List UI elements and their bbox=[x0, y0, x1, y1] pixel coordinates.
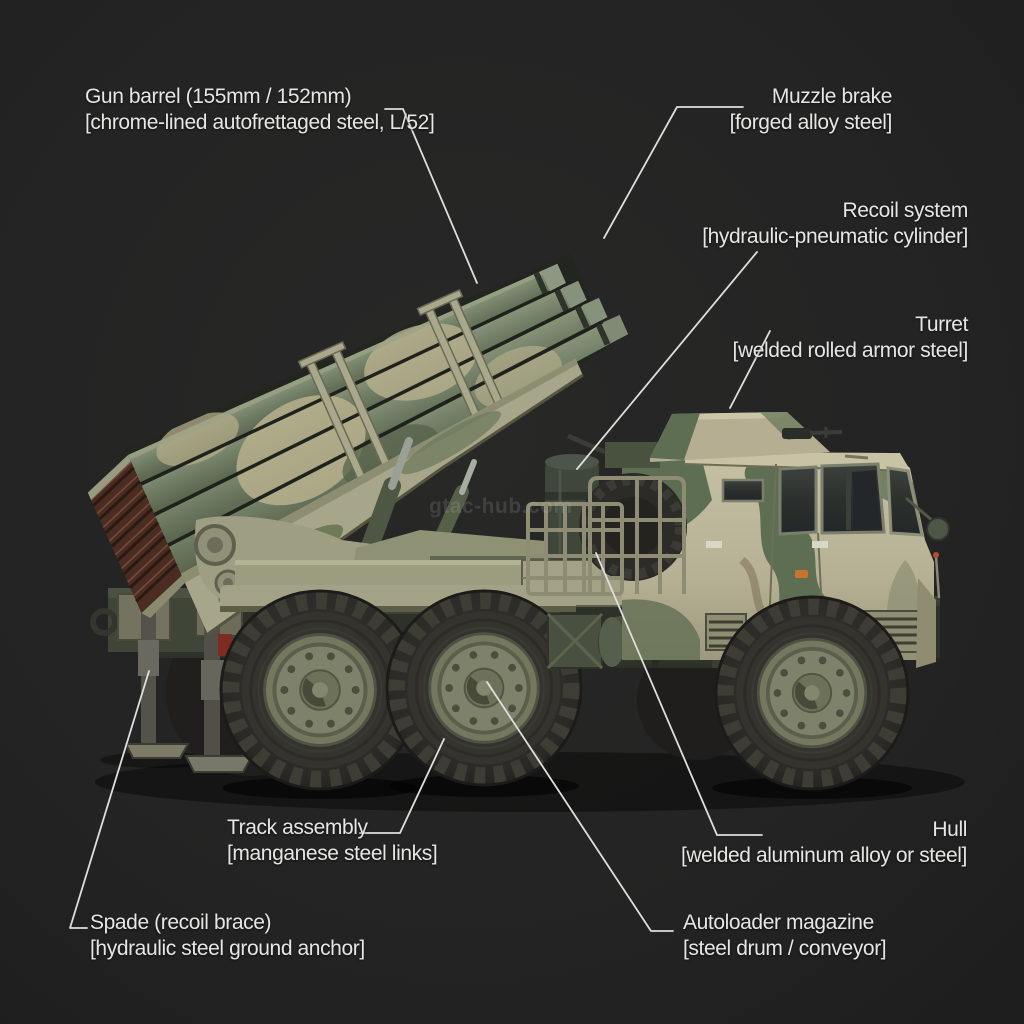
label-recoil-system: Recoil system [hydraulic-pneumatic cylin… bbox=[702, 198, 968, 250]
leader-gun-barrel bbox=[384, 108, 478, 284]
part-material: [forged alloy steel] bbox=[729, 111, 893, 134]
front-wheel bbox=[716, 597, 908, 789]
part-name: Turret bbox=[915, 313, 968, 336]
leader-autoloader bbox=[486, 681, 674, 932]
leader-muzzle-brake bbox=[603, 106, 744, 239]
leader-spade bbox=[69, 670, 150, 929]
part-material: [welded rolled armor steel] bbox=[732, 339, 969, 362]
part-material: [manganese steel links] bbox=[227, 842, 438, 865]
turret bbox=[567, 412, 869, 468]
part-material: [steel drum / conveyor] bbox=[683, 937, 887, 960]
cab-windows bbox=[721, 462, 924, 537]
label-turret: Turret [welded rolled armor steel] bbox=[732, 312, 969, 364]
label-muzzle-brake: Muzzle brake [forged alloy steel] bbox=[729, 84, 893, 136]
part-name: Gun barrel (155mm / 152mm) bbox=[85, 85, 352, 108]
part-name: Hull bbox=[932, 818, 967, 841]
label-track-assembly: Track assembly [manganese steel links] bbox=[227, 815, 438, 867]
machine-gun bbox=[567, 427, 843, 455]
label-spade: Spade (recoil brace) [hydraulic steel gr… bbox=[90, 910, 365, 962]
muzzle-brakes bbox=[533, 263, 629, 346]
label-hull: Hull [welded aluminum alloy or steel] bbox=[681, 817, 967, 869]
part-name: Muzzle brake bbox=[771, 85, 892, 108]
part-name: Recoil system bbox=[842, 199, 969, 222]
stowage-rack bbox=[526, 476, 686, 596]
part-name: Spade (recoil brace) bbox=[90, 911, 272, 934]
part-material: [welded aluminum alloy or steel] bbox=[680, 844, 967, 867]
watermark: gtac-hub.com bbox=[429, 495, 573, 518]
leader-lines bbox=[69, 106, 771, 932]
leader-recoil-system bbox=[576, 251, 758, 470]
leader-turret bbox=[729, 330, 771, 409]
leader-track-assembly bbox=[359, 738, 445, 834]
part-material: [chrome-lined autofrettaged steel, L/52] bbox=[85, 111, 435, 134]
flatbed-deck bbox=[235, 559, 633, 607]
part-material: [hydraulic steel ground anchor] bbox=[90, 937, 365, 960]
part-material: [hydraulic-pneumatic cylinder] bbox=[702, 225, 968, 248]
leader-hull bbox=[595, 552, 763, 836]
part-name: Autoloader magazine bbox=[683, 911, 874, 934]
spare-tire bbox=[579, 473, 687, 581]
label-autoloader-magazine: Autoloader magazine [steel drum / convey… bbox=[683, 910, 887, 962]
part-name: Track assembly bbox=[227, 816, 368, 839]
tube-end-honeycomb bbox=[87, 455, 185, 619]
label-gun-barrel: Gun barrel (155mm / 152mm) [chrome-lined… bbox=[85, 84, 435, 136]
